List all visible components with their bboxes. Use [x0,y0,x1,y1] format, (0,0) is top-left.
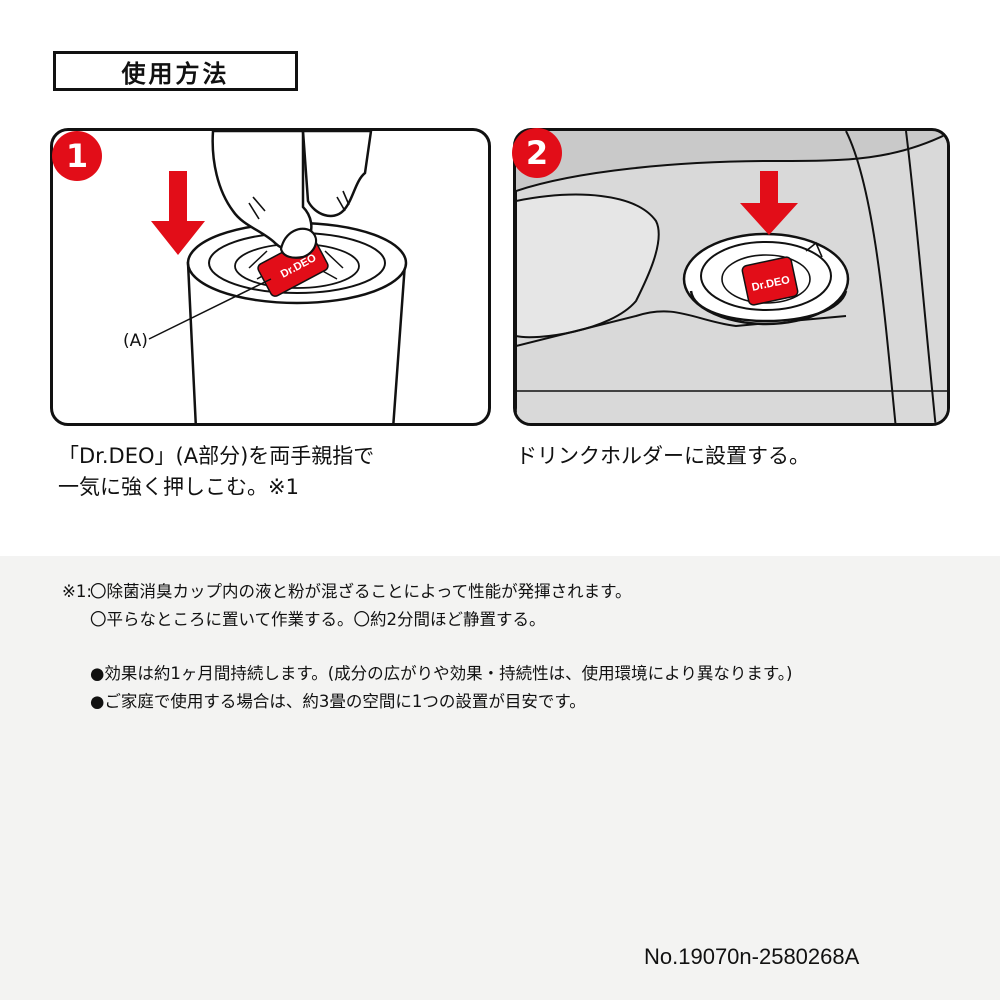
page-title: 使用方法 [53,51,298,91]
step-1-caption: 「Dr.DEO」(A部分)を両手親指で 一気に強く押しこむ。※1 [58,441,498,503]
step-1-caption-line1: 「Dr.DEO」(A部分)を両手親指で [58,444,375,468]
cup-press-illustration: Dr.DEO [148,131,408,423]
step-2-badge: 2 [512,128,562,178]
notes-section [0,556,1000,1000]
note-1-line1: 〇除菌消臭カップ内の液と粉が混ざることによって性能が発揮されます。 [90,582,632,601]
step-1-caption-line2: 一気に強く押しこむ。※1 [58,475,299,499]
step-1-illustration: Dr.DEO (A) [50,128,491,426]
drink-holder-illustration: Dr.DEO [516,131,947,423]
note-1-prefix: ※1: [62,582,92,601]
note-1-line2: 〇平らなところに置いて作業する。〇約2分間ほど静置する。 [90,610,546,629]
bullet-note-1: ●効果は約1ヶ月間持続します。(成分の広がりや効果・持続性は、使用環境により異な… [90,664,793,683]
step-2-caption: ドリンクホルダーに設置する。 [516,441,956,472]
product-code: No.19070n-2580268A [644,944,860,969]
step-2-illustration: Dr.DEO [513,128,950,426]
bullet-note-2: ●ご家庭で使用する場合は、約3畳の空間に1つの設置が目安です。 [90,692,586,711]
step-1-badge: 1 [52,131,102,181]
step-2-caption-line1: ドリンクホルダーに設置する。 [516,444,810,468]
callout-a-label: (A) [123,331,148,351]
